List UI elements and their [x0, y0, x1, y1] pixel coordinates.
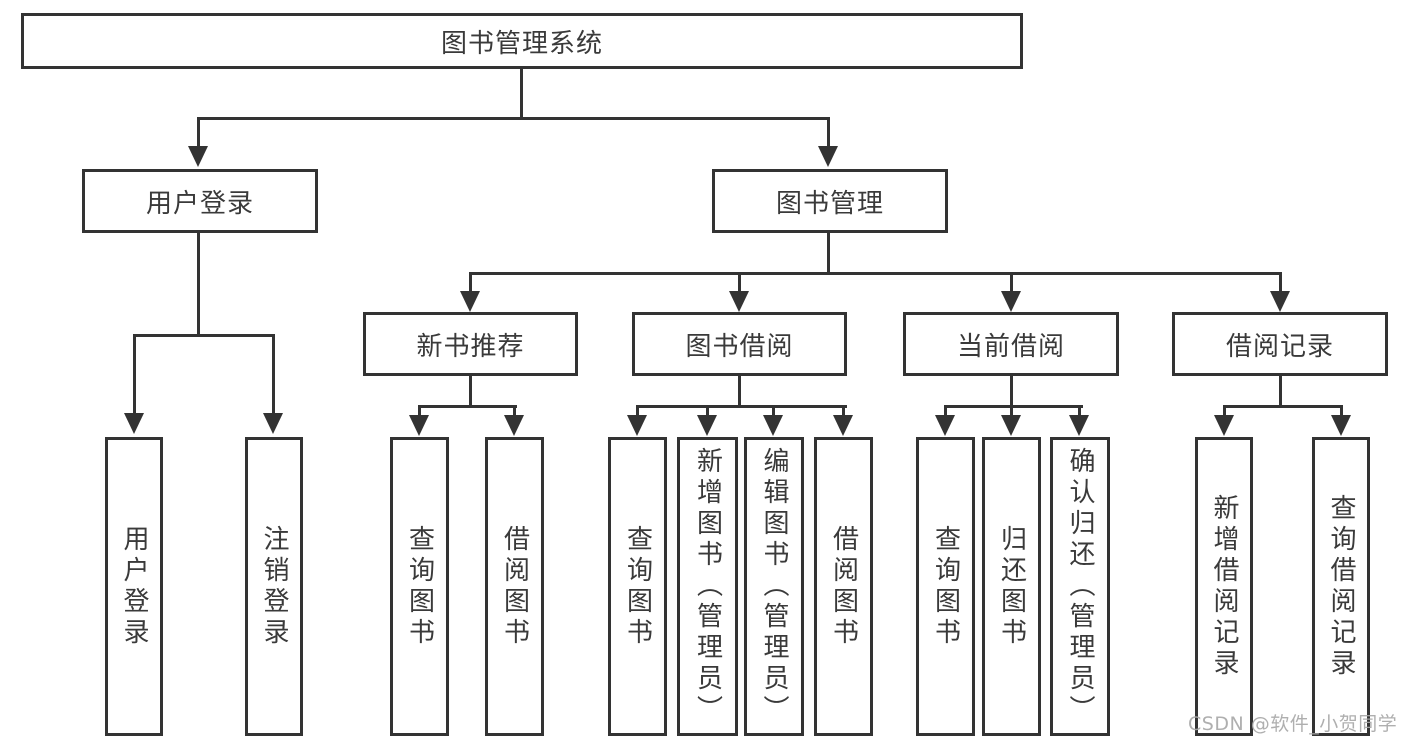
edge-line [706, 405, 709, 418]
node-book-management: 图书管理 [712, 169, 948, 233]
csdn-watermark: CSDN @软件_小贺同学 [1188, 713, 1398, 735]
node-label: 图书管理系统 [440, 28, 603, 59]
node-label: 图书借阅 [685, 331, 794, 362]
edge-line [944, 405, 947, 418]
leaf-label: 归还图书 [996, 524, 1027, 649]
leaf-label: 查询图书 [930, 524, 961, 649]
node-current-borrowing: 当前借阅 [903, 312, 1119, 376]
arrowhead-icon [1001, 291, 1021, 312]
leaf-borrow-books: 借阅图书 [814, 437, 873, 736]
edge-line [197, 117, 830, 120]
edge-line [772, 405, 775, 418]
edge-line [944, 405, 1083, 408]
arrowhead-icon [409, 415, 429, 436]
leaf-label: 新增图书（管理员） [692, 447, 723, 726]
edge-line [133, 334, 136, 415]
leaf-add-borrow-record: 新增借阅记录 [1195, 437, 1253, 736]
leaf-label: 查询图书 [622, 524, 653, 649]
arrowhead-icon [263, 413, 283, 434]
edge-line [636, 405, 847, 408]
node-label: 当前借阅 [956, 331, 1065, 362]
edge-line [418, 405, 517, 408]
arrowhead-icon [504, 415, 524, 436]
edge-line [636, 405, 639, 418]
arrowhead-icon [460, 291, 480, 312]
leaf-label: 编辑图书（管理员） [759, 447, 789, 726]
node-new-book-recommend: 新书推荐 [363, 312, 578, 376]
edge-line [1279, 272, 1282, 293]
arrowhead-icon [1069, 415, 1089, 436]
node-library-management-system: 图书管理系统 [21, 13, 1023, 69]
arrowhead-icon [818, 146, 838, 167]
arrowhead-icon [833, 415, 853, 436]
leaf-label: 查询借阅记录 [1326, 493, 1356, 680]
node-user-login: 用户登录 [82, 169, 318, 233]
edge-line [1010, 376, 1013, 408]
leaf-query-books-borrowing: 查询图书 [608, 437, 667, 736]
arrowhead-icon [1270, 291, 1290, 312]
arrowhead-icon [124, 413, 144, 434]
edge-line [827, 233, 830, 275]
leaf-query-books-current: 查询图书 [916, 437, 975, 736]
arrowhead-icon [1001, 415, 1021, 436]
edge-line [1078, 405, 1081, 418]
arrowhead-icon [1214, 415, 1234, 436]
edge-line [513, 405, 516, 418]
edge-line [197, 117, 200, 148]
edge-line [1340, 405, 1343, 418]
node-label: 新书推荐 [416, 331, 525, 362]
arrowhead-icon [729, 291, 749, 312]
arrowhead-icon [627, 415, 647, 436]
edge-line [1010, 405, 1013, 418]
leaf-borrow-books-recommend: 借阅图书 [485, 437, 544, 736]
arrowhead-icon [1331, 415, 1351, 436]
edge-line [133, 334, 275, 337]
leaf-label: 用户登录 [119, 524, 149, 649]
edge-line [469, 272, 472, 293]
leaf-confirm-return-admin: 确认归还（管理员） [1050, 437, 1110, 736]
edge-line [1279, 376, 1282, 408]
edge-line [738, 272, 741, 293]
arrowhead-icon [188, 146, 208, 167]
leaf-label: 确认归还（管理员） [1065, 447, 1095, 726]
edge-line [842, 405, 845, 418]
leaf-label: 注销登录 [259, 524, 289, 649]
edge-line [1223, 405, 1226, 418]
edge-line [520, 67, 523, 119]
edge-line [418, 405, 421, 418]
leaf-return-book: 归还图书 [982, 437, 1041, 736]
edge-line [197, 233, 200, 337]
node-book-borrowing: 图书借阅 [632, 312, 847, 376]
node-borrowing-records: 借阅记录 [1172, 312, 1388, 376]
arrowhead-icon [763, 415, 783, 436]
arrowhead-icon [935, 415, 955, 436]
arrowhead-icon [697, 415, 717, 436]
leaf-user-login: 用户登录 [105, 437, 163, 736]
leaf-add-book-admin: 新增图书（管理员） [677, 437, 738, 736]
edge-line [272, 334, 275, 415]
edge-line [469, 376, 472, 408]
leaf-edit-book-admin: 编辑图书（管理员） [744, 437, 804, 736]
leaf-label: 新增借阅记录 [1209, 493, 1239, 680]
node-label: 用户登录 [145, 188, 254, 219]
edge-line [827, 117, 830, 148]
edge-line [738, 376, 741, 408]
leaf-label: 借阅图书 [828, 524, 859, 649]
leaf-label: 查询图书 [404, 524, 435, 649]
node-label: 借阅记录 [1225, 331, 1334, 362]
leaf-query-borrow-record: 查询借阅记录 [1312, 437, 1370, 736]
node-label: 图书管理 [775, 188, 884, 219]
edge-line [1010, 272, 1013, 293]
leaf-logout: 注销登录 [245, 437, 303, 736]
edge-line [1223, 405, 1343, 408]
leaf-label: 借阅图书 [499, 524, 530, 649]
leaf-query-books-recommend: 查询图书 [390, 437, 449, 736]
edge-line [469, 272, 1282, 275]
